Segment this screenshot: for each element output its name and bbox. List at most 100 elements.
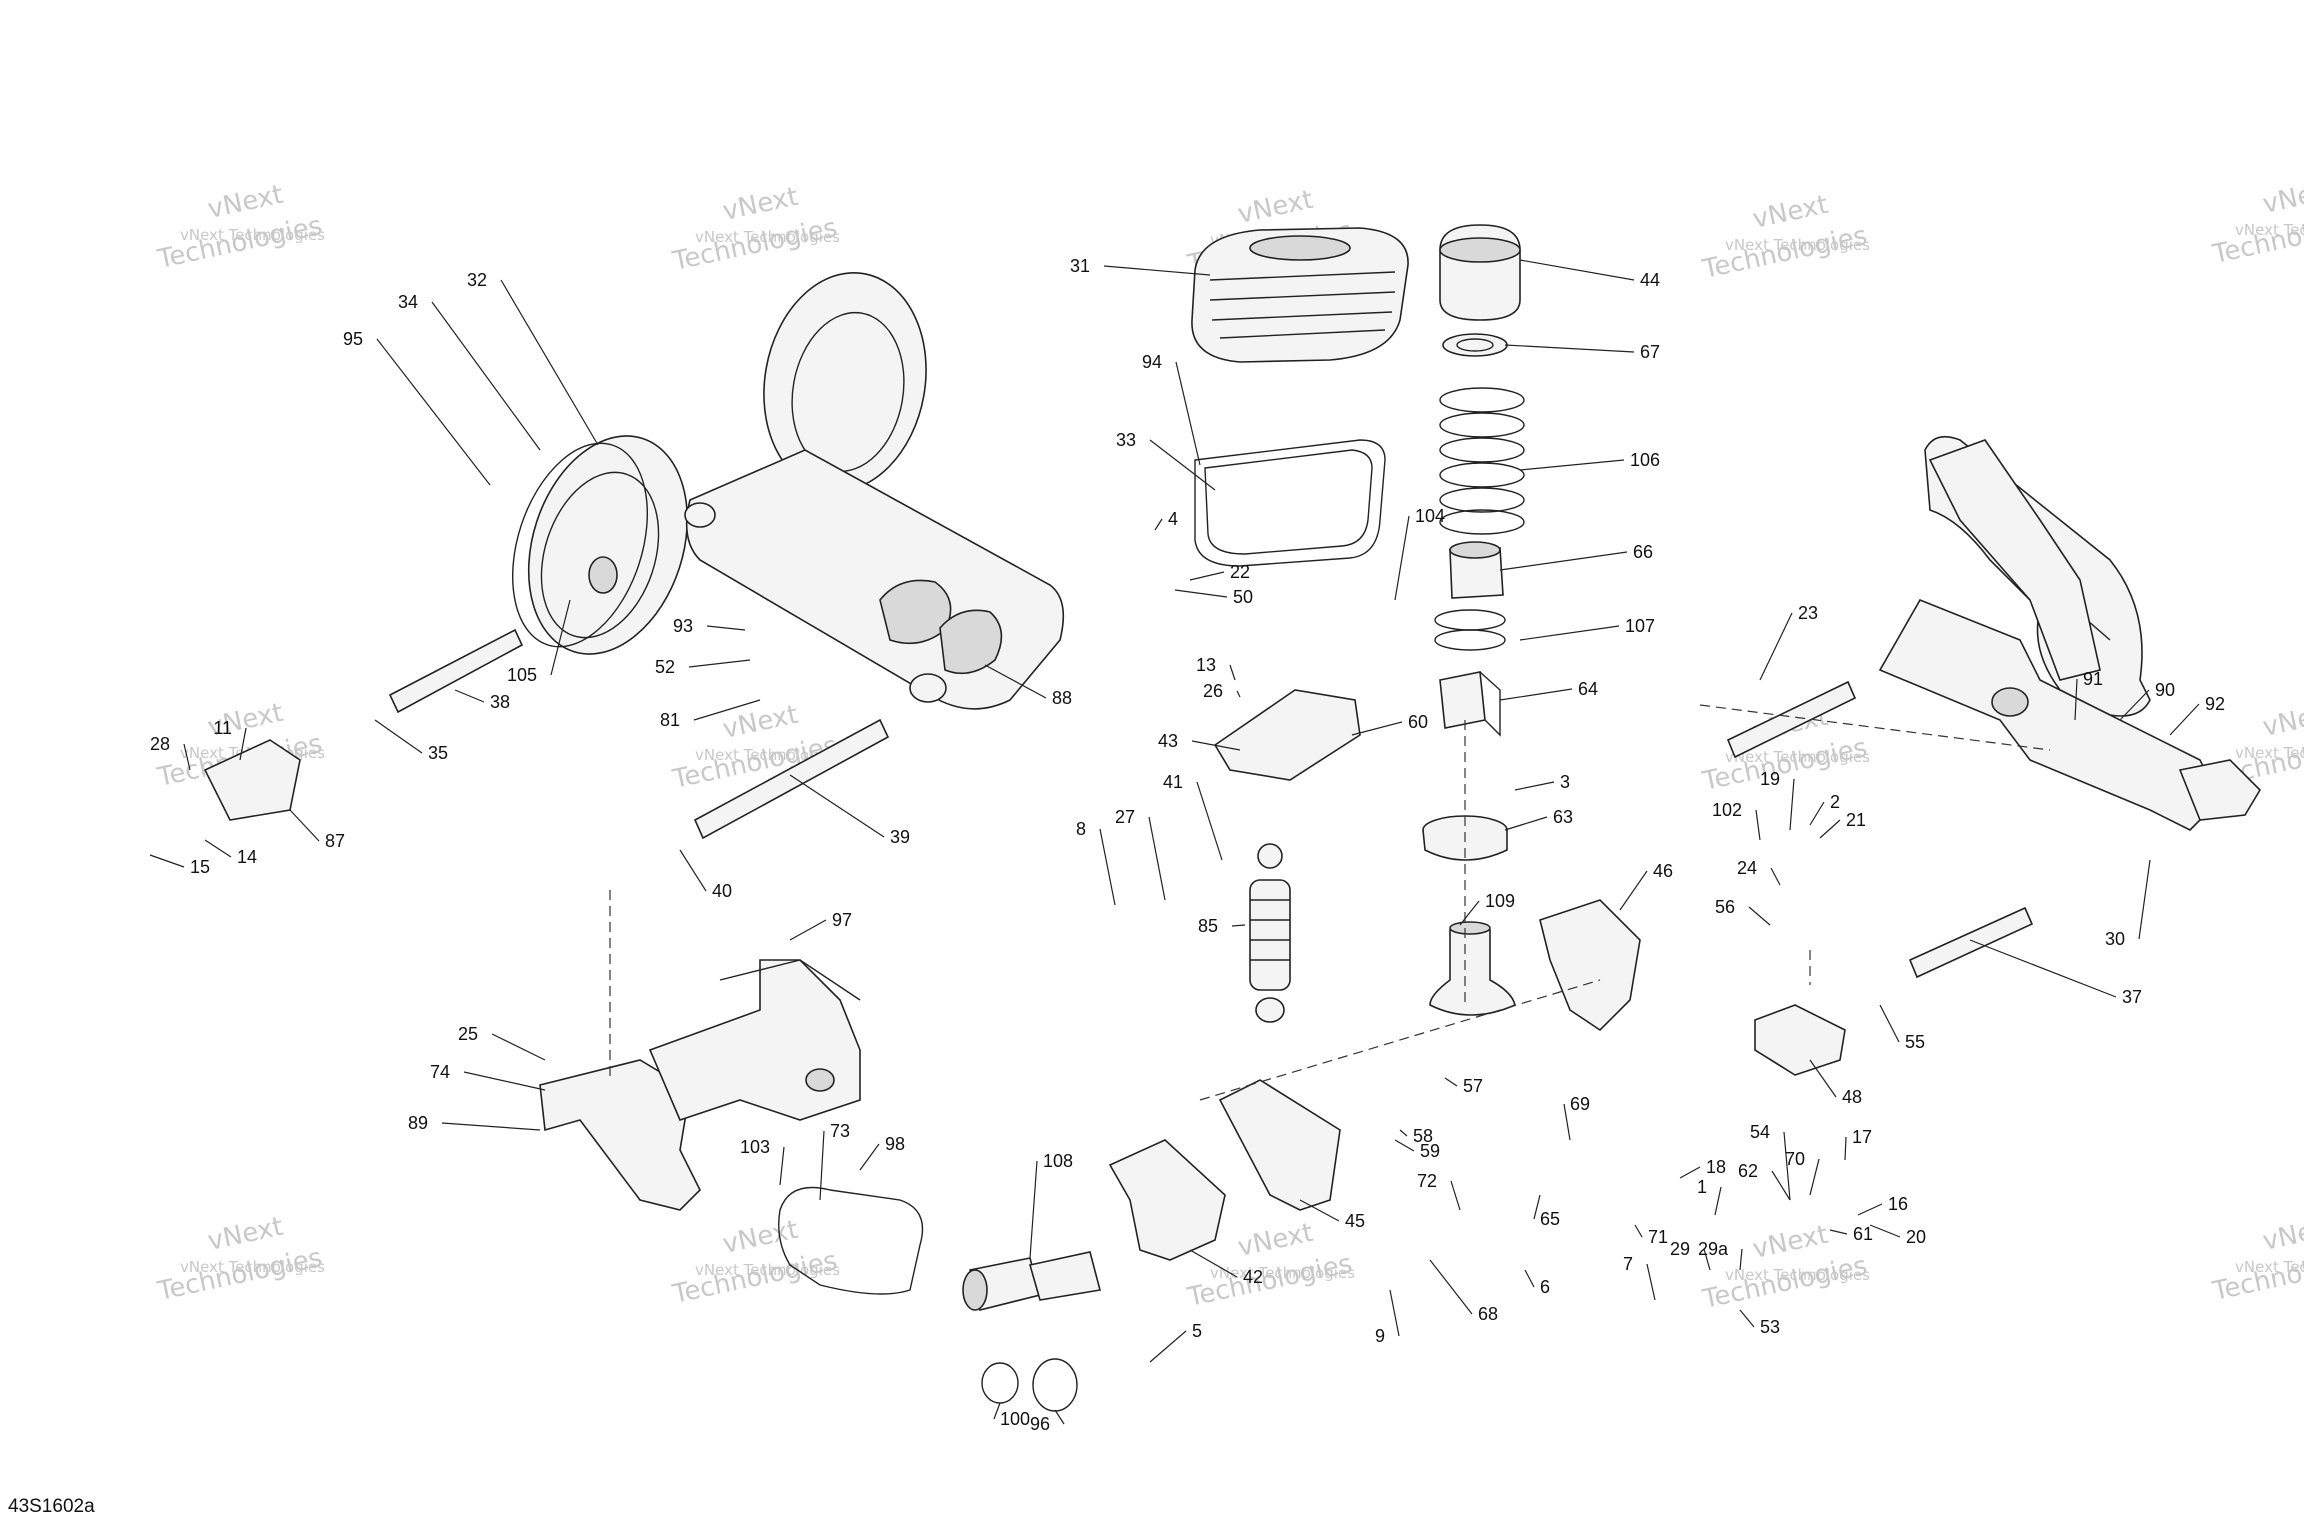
- leader-line: [1429, 1259, 1473, 1315]
- callout-label: 19: [1760, 769, 1780, 789]
- swing-arm-body: [684, 271, 1065, 710]
- leader-line: [1444, 1077, 1458, 1087]
- callout-label: 17: [1852, 1127, 1872, 1147]
- leader-line: [491, 1033, 546, 1061]
- leader-line: [1499, 551, 1628, 571]
- callout-label: 108: [1043, 1151, 1073, 1171]
- leader-line: [1450, 1180, 1461, 1211]
- handle-top-right: [1928, 439, 2101, 681]
- leader-line: [1759, 612, 1793, 681]
- leader-line: [1519, 459, 1625, 471]
- leader-line: [1229, 664, 1236, 681]
- callout-label: 107: [1625, 616, 1655, 636]
- callout-label: 16: [1888, 1194, 1908, 1214]
- leader-line: [1809, 1158, 1820, 1196]
- callout-labels: 1234567891113141516171819202122232425262…: [150, 256, 2225, 1434]
- callout-label: 100: [1000, 1409, 1030, 1429]
- callout-label: 53: [1760, 1317, 1780, 1337]
- callout-label: 55: [1905, 1032, 1925, 1052]
- leader-line: [454, 689, 485, 703]
- leader-line: [693, 699, 761, 721]
- svg-text:vNext: vNext: [1235, 1218, 1316, 1263]
- callout-label: 30: [2105, 929, 2125, 949]
- leader-line: [1869, 1224, 1901, 1238]
- shock-absorber: [1249, 843, 1291, 1023]
- svg-text:vNext Technologies: vNext Technologies: [180, 226, 325, 244]
- leader-line: [1099, 828, 1116, 906]
- callout-label: 91: [2083, 669, 2103, 689]
- callout-label: 81: [660, 710, 680, 730]
- callout-label: 32: [467, 270, 487, 290]
- callout-label: 72: [1417, 1171, 1437, 1191]
- svg-text:vNext: vNext: [2260, 1212, 2304, 1257]
- leader-line: [779, 1146, 785, 1186]
- callout-label: 8: [1076, 819, 1086, 839]
- callout-label: 109: [1485, 891, 1515, 911]
- cable-98: [778, 1186, 924, 1295]
- callout-label: 27: [1115, 807, 1135, 827]
- callout-label: 38: [490, 692, 510, 712]
- leader-line: [1789, 778, 1795, 831]
- ring-100: [981, 1362, 1019, 1404]
- clamp-96: [1032, 1358, 1078, 1412]
- leader-line: [376, 338, 491, 486]
- callout-label: 31: [1070, 256, 1090, 276]
- leader-line: [1399, 1129, 1408, 1137]
- callout-label: 13: [1196, 655, 1216, 675]
- callout-label: 92: [2205, 694, 2225, 714]
- callout-label: 23: [1798, 603, 1818, 623]
- leader-line: [1524, 1269, 1535, 1288]
- leader-line: [289, 809, 320, 842]
- leader-line: [204, 839, 232, 858]
- svg-text:vNext Technologies: vNext Technologies: [1210, 1264, 1355, 1282]
- leader-line: [1394, 1139, 1415, 1152]
- callout-label: 66: [1633, 542, 1653, 562]
- leader-line: [1739, 1248, 1743, 1271]
- svg-text:vNext Technologies: vNext Technologies: [695, 746, 840, 764]
- callout-label: 48: [1842, 1087, 1862, 1107]
- callout-label: 24: [1737, 858, 1757, 878]
- leader-line: [441, 1122, 541, 1131]
- svg-text:vNext: vNext: [2260, 175, 2304, 220]
- callout-label: 106: [1630, 450, 1660, 470]
- callout-label: 26: [1203, 681, 1223, 701]
- shaft-upper-right: [1726, 680, 1857, 759]
- svg-text:vNext Technologies: vNext Technologies: [2235, 744, 2304, 762]
- svg-text:vNext Technologies: vNext Technologies: [1725, 236, 1870, 254]
- callout-label: 11: [213, 718, 232, 738]
- housing-46: [1539, 899, 1641, 1032]
- tray-43: [1213, 689, 1361, 781]
- callout-label: 33: [1116, 430, 1136, 450]
- callout-label: 60: [1408, 712, 1428, 732]
- shaft-38: [388, 628, 524, 714]
- callout-label: 62: [1738, 1161, 1758, 1181]
- leader-line: [819, 1130, 825, 1201]
- gasket-part: [1194, 439, 1386, 567]
- svg-text:vNext: vNext: [205, 180, 286, 225]
- leader-line: [183, 743, 191, 771]
- leader-line: [1459, 900, 1480, 926]
- leader-line: [1103, 265, 1211, 276]
- callout-label: 3: [1560, 772, 1570, 792]
- leader-line: [1149, 1330, 1187, 1363]
- leader-line: [1175, 361, 1201, 466]
- callout-label: 41: [1163, 772, 1183, 792]
- leader-line: [1533, 1194, 1541, 1220]
- callout-label: 43: [1158, 731, 1178, 751]
- leader-line: [1499, 688, 1573, 701]
- leader-line: [239, 727, 247, 761]
- callout-label: 35: [428, 743, 448, 763]
- svg-text:vNext Technologies: vNext Technologies: [1725, 1266, 1870, 1284]
- callout-label: 44: [1640, 270, 1660, 290]
- leader-line: [1189, 1249, 1238, 1278]
- svg-text:vNext: vNext: [720, 700, 801, 745]
- leader-line: [1504, 344, 1635, 353]
- callout-label: 1: [1697, 1177, 1707, 1197]
- cover-part: [1191, 227, 1409, 363]
- callout-label: 56: [1715, 897, 1735, 917]
- leader-line: [550, 599, 571, 676]
- leader-line: [1519, 259, 1635, 281]
